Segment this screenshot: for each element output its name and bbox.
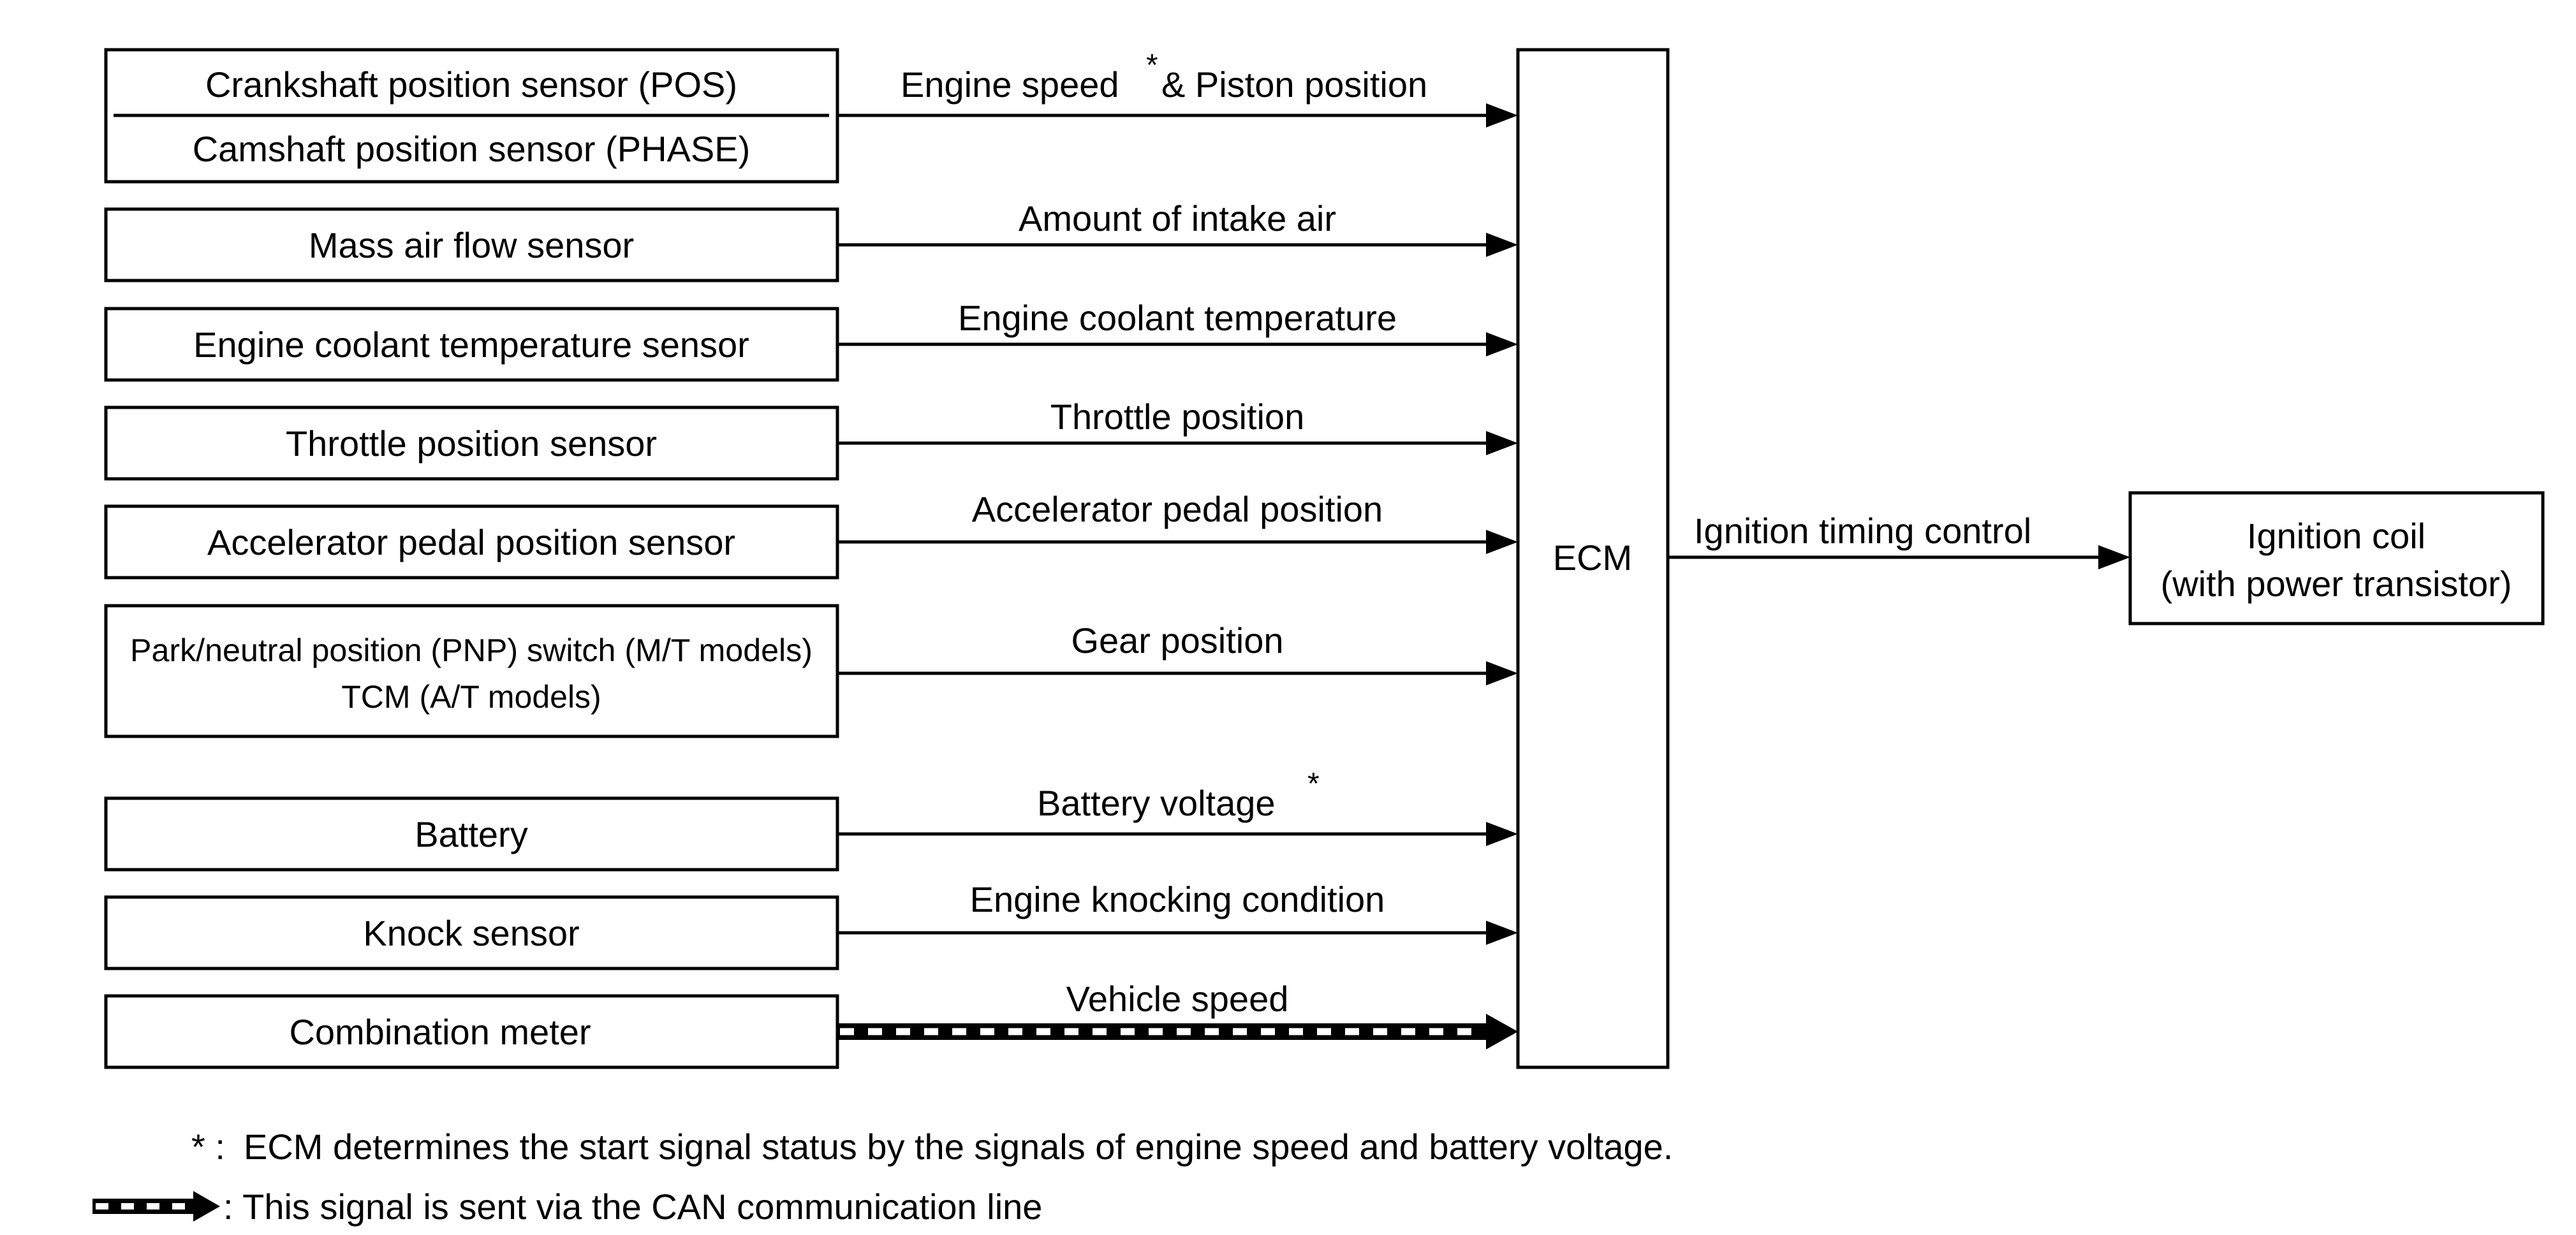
sensor-label-ect: Engine coolant temperature sensor — [193, 325, 749, 365]
ecm-label: ECM — [1553, 537, 1632, 578]
sensor-label-camshaft: Camshaft position sensor (PHASE) — [193, 129, 751, 169]
sensor-box-combination-meter — [104, 994, 839, 1069]
arrowhead-knock — [1486, 921, 1518, 945]
sensor-label-tcm: TCM (A/T models) — [341, 679, 601, 715]
sensor-box-maf — [104, 207, 839, 282]
sensor-box-tps — [104, 406, 839, 481]
can-legend-icon — [92, 1191, 220, 1222]
signal-label-knock: Engine knocking condition — [970, 879, 1385, 919]
sensor-box-app — [104, 504, 839, 580]
footnote-asterisk-mark: * : — [191, 1127, 225, 1167]
arrowhead-throttle — [1486, 431, 1518, 455]
arrowhead-ignition-timing — [2098, 545, 2130, 569]
arrowhead-engine-speed — [1486, 103, 1518, 128]
sensor-box-knock — [104, 895, 839, 970]
signal-label-intake-air: Amount of intake air — [1019, 198, 1336, 238]
arrowhead-gear — [1486, 661, 1518, 685]
signal-label-vehicle-speed: Vehicle speed — [1066, 979, 1289, 1019]
sensor-label-pnp: Park/neutral position (PNP) switch (M/T … — [130, 632, 813, 668]
sensor-label-knock: Knock sensor — [363, 913, 579, 953]
arrowhead-vehicle-speed — [1486, 1014, 1518, 1049]
signal-label-coolant-temp: Engine coolant temperature — [958, 298, 1397, 338]
footnote-asterisk-text: ECM determines the start signal status b… — [244, 1127, 1673, 1167]
arrowhead-accel-pedal — [1486, 530, 1518, 554]
signal-asterisk-engine-speed: * — [1146, 48, 1158, 82]
signal-label-battery: Battery voltage — [1037, 783, 1276, 823]
arrowhead-intake-air — [1486, 233, 1518, 257]
signal-label-piston-position: & Piston position — [1161, 64, 1427, 105]
sensor-label-crankshaft: Crankshaft position sensor (POS) — [205, 64, 737, 105]
footnote-can-text: : This signal is sent via the CAN commun… — [223, 1187, 1042, 1227]
sensor-label-app: Accelerator pedal position sensor — [207, 522, 735, 562]
signal-label-gear: Gear position — [1071, 620, 1283, 661]
signal-asterisk-battery: * — [1307, 767, 1320, 801]
ignition-coil-sublabel: (with power transistor) — [2161, 564, 2512, 604]
sensor-label-combination-meter: Combination meter — [289, 1012, 591, 1052]
sensor-box-battery — [104, 796, 839, 872]
sensor-label-battery: Battery — [415, 814, 527, 854]
signal-label-engine-speed: Engine speed — [901, 64, 1119, 105]
output-signal-label: Ignition timing control — [1694, 511, 2031, 551]
sensor-label-tps: Throttle position sensor — [286, 423, 657, 464]
arrowhead-battery — [1486, 822, 1518, 846]
sensor-box-pnp-tcm — [104, 604, 839, 738]
ecm-box — [1516, 48, 1670, 1069]
sensor-label-maf: Mass air flow sensor — [309, 225, 634, 265]
signal-label-accel-pedal: Accelerator pedal position — [972, 489, 1383, 529]
signal-label-throttle: Throttle position — [1050, 397, 1304, 437]
sensor-box-ect — [104, 307, 839, 382]
ignition-coil-box — [2128, 491, 2545, 625]
ignition-coil-label: Ignition coil — [2247, 516, 2425, 556]
arrowhead-coolant-temp — [1486, 332, 1518, 356]
